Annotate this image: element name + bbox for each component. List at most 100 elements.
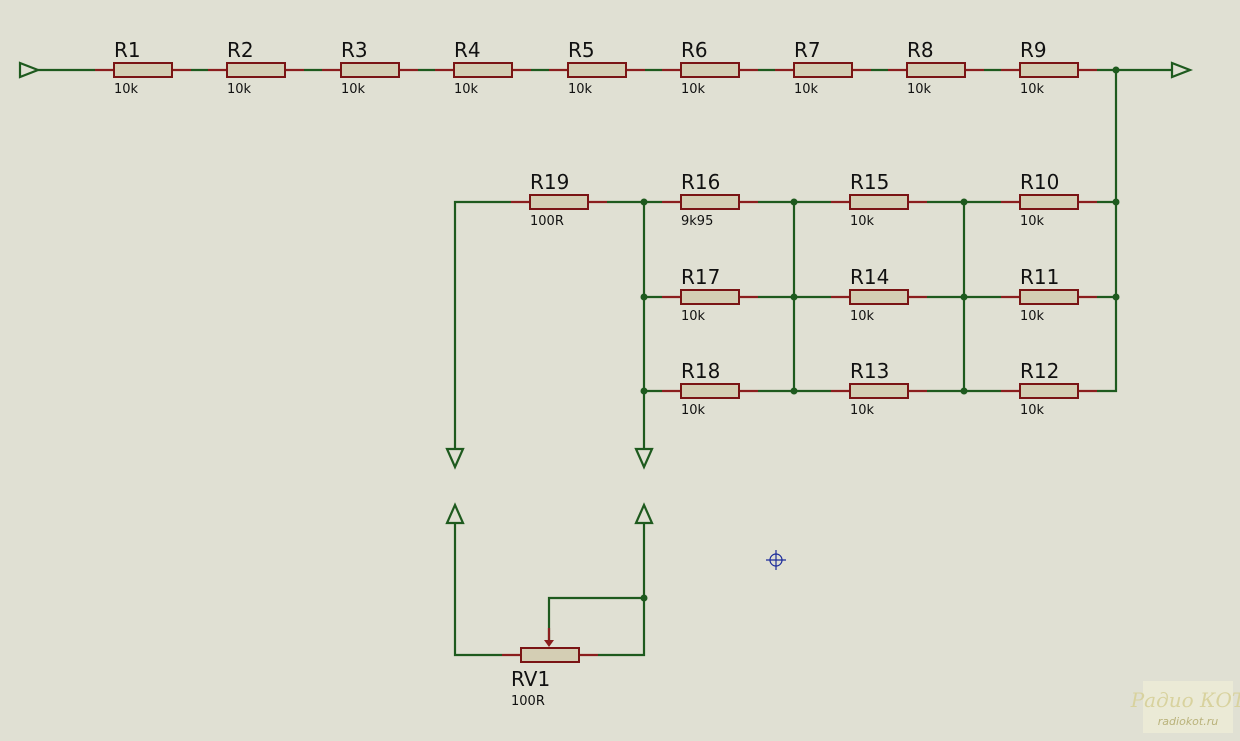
triangle-terminal-icon[interactable] — [18, 61, 42, 79]
resistor-r8[interactable] — [888, 62, 984, 78]
resistor-ref-label: R9 — [1020, 38, 1047, 62]
resistor-value-label: 10k — [794, 82, 819, 97]
resistor-ref-label: R6 — [681, 38, 708, 62]
resistor-ref-label: R19 — [530, 170, 569, 194]
resistor-ref-label: R2 — [227, 38, 254, 62]
resistor-body — [113, 62, 173, 78]
resistor-ref-label: R13 — [850, 359, 889, 383]
resistor-body — [680, 383, 740, 399]
resistor-value-label: 10k — [681, 403, 706, 418]
resistor-ref-label: R5 — [568, 38, 595, 62]
resistor-r13[interactable] — [831, 383, 927, 399]
junction-dot — [1112, 293, 1120, 301]
triangle-terminal-icon[interactable] — [445, 447, 465, 470]
resistor-body — [340, 62, 400, 78]
resistor-ref-label: R1 — [114, 38, 141, 62]
resistor-r4[interactable] — [435, 62, 531, 78]
junction-dot — [790, 198, 798, 206]
junction-dot — [640, 293, 648, 301]
resistor-r12[interactable] — [1001, 383, 1097, 399]
resistor-value-label: 10k — [568, 82, 593, 97]
resistor-body — [567, 62, 627, 78]
resistor-r15[interactable] — [831, 194, 927, 210]
resistor-ref-label: R17 — [681, 265, 720, 289]
resistor-ref-label: R16 — [681, 170, 720, 194]
resistor-ref-label: R12 — [1020, 359, 1059, 383]
wire — [453, 522, 502, 657]
watermark-background — [1143, 681, 1233, 733]
resistor-ref-label: R10 — [1020, 170, 1059, 194]
potentiometer-ref-label: RV1 — [511, 667, 550, 691]
junction-dot — [1112, 198, 1120, 206]
resistor-body — [1019, 383, 1079, 399]
triangle-terminal-icon[interactable] — [634, 447, 654, 470]
components — [18, 61, 1194, 663]
resistor-value-label: 10k — [454, 82, 479, 97]
resistor-ref-label: R11 — [1020, 265, 1059, 289]
resistor-value-label: 10k — [227, 82, 252, 97]
resistor-body — [1019, 289, 1079, 305]
resistor-ref-label: R4 — [454, 38, 481, 62]
resistor-r1[interactable] — [95, 62, 191, 78]
resistor-ref-label: R15 — [850, 170, 889, 194]
resistor-r5[interactable] — [549, 62, 645, 78]
resistor-r19[interactable] — [511, 194, 607, 210]
resistor-body — [849, 194, 909, 210]
resistor-value-label: 10k — [907, 82, 932, 97]
potentiometer-value-label: 100R — [511, 694, 545, 709]
resistor-value-label: 10k — [341, 82, 366, 97]
resistor-r14[interactable] — [831, 289, 927, 305]
resistor-value-label: 10k — [681, 309, 706, 324]
junction-dot — [640, 387, 648, 395]
resistor-r17[interactable] — [662, 289, 758, 305]
triangle-terminal-icon[interactable] — [445, 502, 465, 525]
crosshair-cursor-icon — [766, 550, 786, 570]
resistor-value-label: 10k — [1020, 309, 1045, 324]
potentiometer-rv1[interactable] — [502, 628, 598, 663]
resistor-r2[interactable] — [208, 62, 304, 78]
resistor-body — [849, 289, 909, 305]
resistor-r16[interactable] — [662, 194, 758, 210]
wires — [38, 66, 1172, 657]
resistor-value-label: 10k — [850, 214, 875, 229]
watermark-url: radiokot.ru — [1158, 715, 1218, 728]
resistor-value-label: 10k — [1020, 214, 1045, 229]
junction-dot — [640, 198, 648, 206]
resistor-r9[interactable] — [1001, 62, 1097, 78]
resistor-value-label: 100R — [530, 214, 564, 229]
wire — [453, 200, 511, 450]
resistor-r18[interactable] — [662, 383, 758, 399]
resistor-r6[interactable] — [662, 62, 758, 78]
resistor-body — [680, 62, 740, 78]
resistor-value-label: 10k — [850, 403, 875, 418]
resistor-ref-label: R18 — [681, 359, 720, 383]
resistor-body — [529, 194, 589, 210]
triangle-terminal-icon[interactable] — [634, 502, 654, 525]
junction-dot — [790, 387, 798, 395]
triangle-terminal-icon[interactable] — [1170, 61, 1194, 79]
resistor-value-label: 10k — [681, 82, 706, 97]
resistor-value-label: 10k — [114, 82, 139, 97]
resistor-value-label: 10k — [1020, 82, 1045, 97]
junction-dot — [960, 198, 968, 206]
resistor-ref-label: R3 — [341, 38, 368, 62]
resistor-value-label: 10k — [850, 309, 875, 324]
wire — [1097, 70, 1118, 393]
resistor-r11[interactable] — [1001, 289, 1097, 305]
resistor-body — [906, 62, 966, 78]
resistor-ref-label: R7 — [794, 38, 821, 62]
resistor-body — [226, 62, 286, 78]
resistor-body — [1019, 62, 1079, 78]
watermark: Радио КОТ radiokot.ru — [1130, 681, 1240, 733]
potentiometer-body — [520, 647, 580, 663]
junction-dot — [960, 387, 968, 395]
resistor-r10[interactable] — [1001, 194, 1097, 210]
resistor-r7[interactable] — [775, 62, 871, 78]
resistor-r3[interactable] — [322, 62, 418, 78]
junction-dot — [640, 594, 648, 602]
resistor-value-label: 9k95 — [681, 214, 713, 229]
resistor-body — [680, 289, 740, 305]
resistor-body — [793, 62, 853, 78]
resistor-body — [849, 383, 909, 399]
